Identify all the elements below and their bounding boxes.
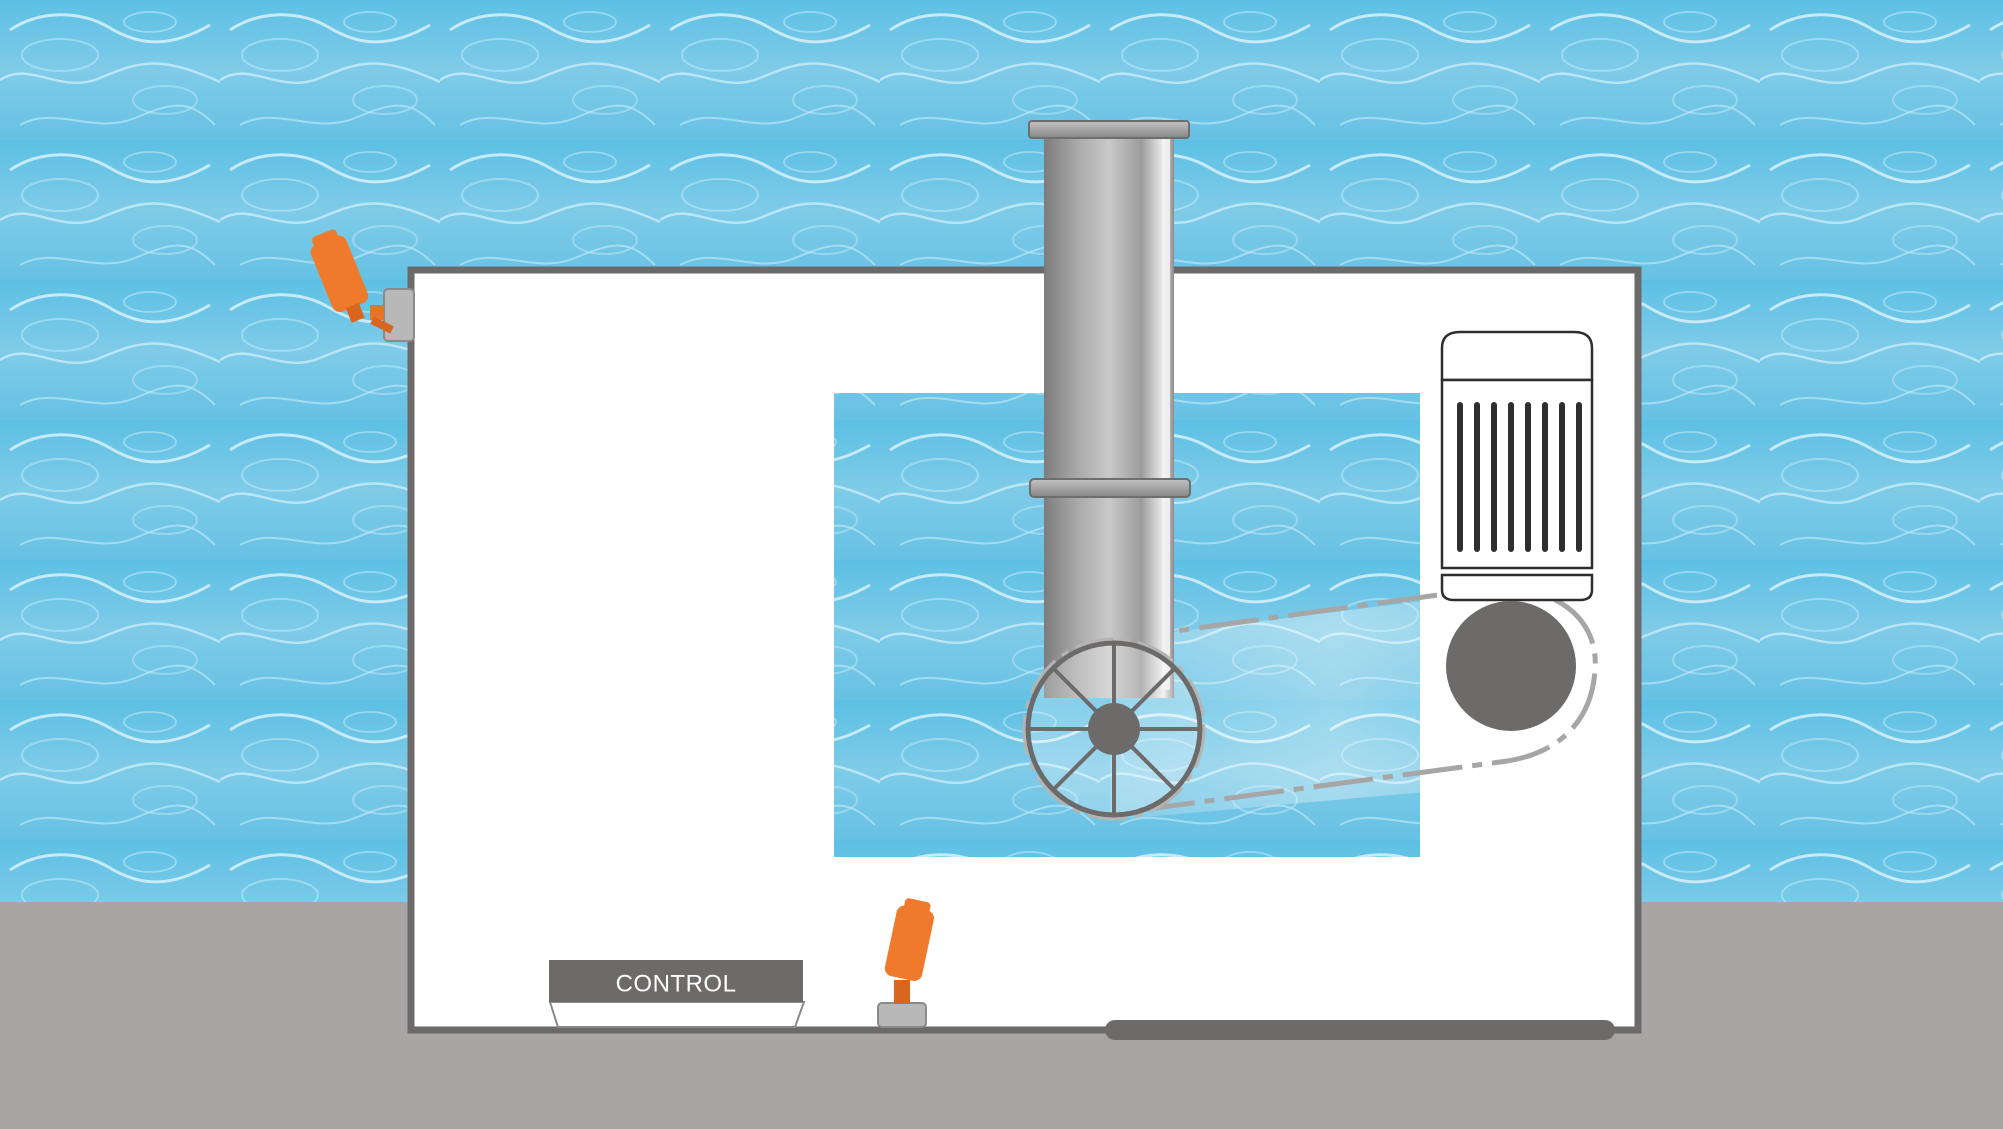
mid-flange	[1029, 478, 1191, 498]
top-flange	[1028, 120, 1190, 139]
electric-motor-icon	[1440, 330, 1594, 602]
float-switch-icon	[310, 229, 415, 342]
impeller-wheel-icon	[1022, 637, 1206, 821]
control-label: CONTROL	[616, 970, 737, 997]
level-sensor-icon	[877, 898, 934, 1028]
discharge-pipe	[1028, 120, 1191, 698]
control-panel[interactable]: CONTROL	[548, 960, 806, 1028]
drive-pulley-icon	[1446, 601, 1576, 731]
floor-drain	[1105, 1020, 1615, 1040]
